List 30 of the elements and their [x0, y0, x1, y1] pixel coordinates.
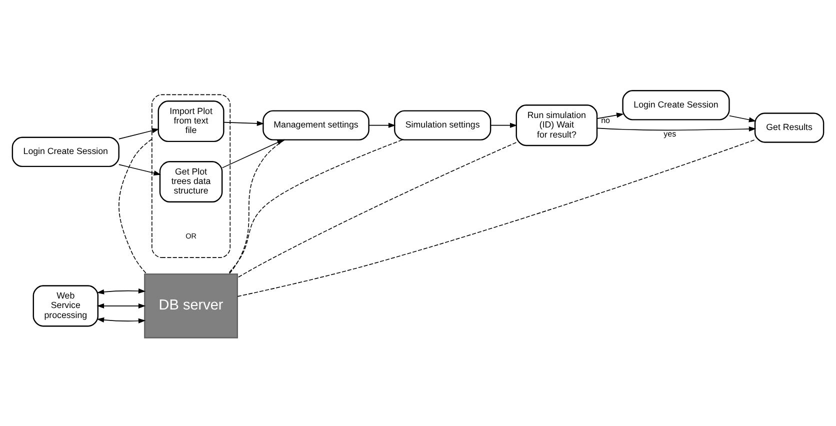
connector: [237, 139, 756, 297]
node-box: Management settings: [262, 110, 370, 140]
arrow: [118, 128, 160, 140]
node-box: Run simulation (ID) Wait for result?: [516, 104, 598, 146]
node-box: Login Create Session: [622, 90, 730, 120]
arrow: [728, 115, 756, 122]
edge-label: no: [601, 116, 610, 125]
arrow: [222, 139, 284, 168]
node-box: DB server: [144, 273, 238, 338]
arrow: [490, 122, 518, 128]
arrow: [96, 303, 146, 308]
node-box: Login Create Session: [12, 136, 120, 168]
node-box: Import Plot from text file: [158, 100, 224, 142]
connector: [237, 142, 517, 278]
arrow: [96, 317, 146, 324]
edge-label: yes: [664, 130, 676, 139]
arrow: [596, 126, 756, 132]
label: OR: [186, 231, 196, 240]
arrow: [596, 112, 624, 119]
node-box: Get Plot trees data structure: [159, 161, 223, 203]
arrow: [224, 120, 264, 126]
arrow: [96, 288, 146, 294]
arrow: [118, 164, 162, 176]
node-box: Web Service processing: [32, 285, 98, 327]
connector: [228, 140, 285, 274]
connector: [228, 139, 403, 274]
arrow: [368, 122, 396, 128]
node-box: Simulation settings: [394, 110, 492, 140]
connector: [118, 138, 152, 274]
node-box: Get Results: [754, 112, 824, 143]
